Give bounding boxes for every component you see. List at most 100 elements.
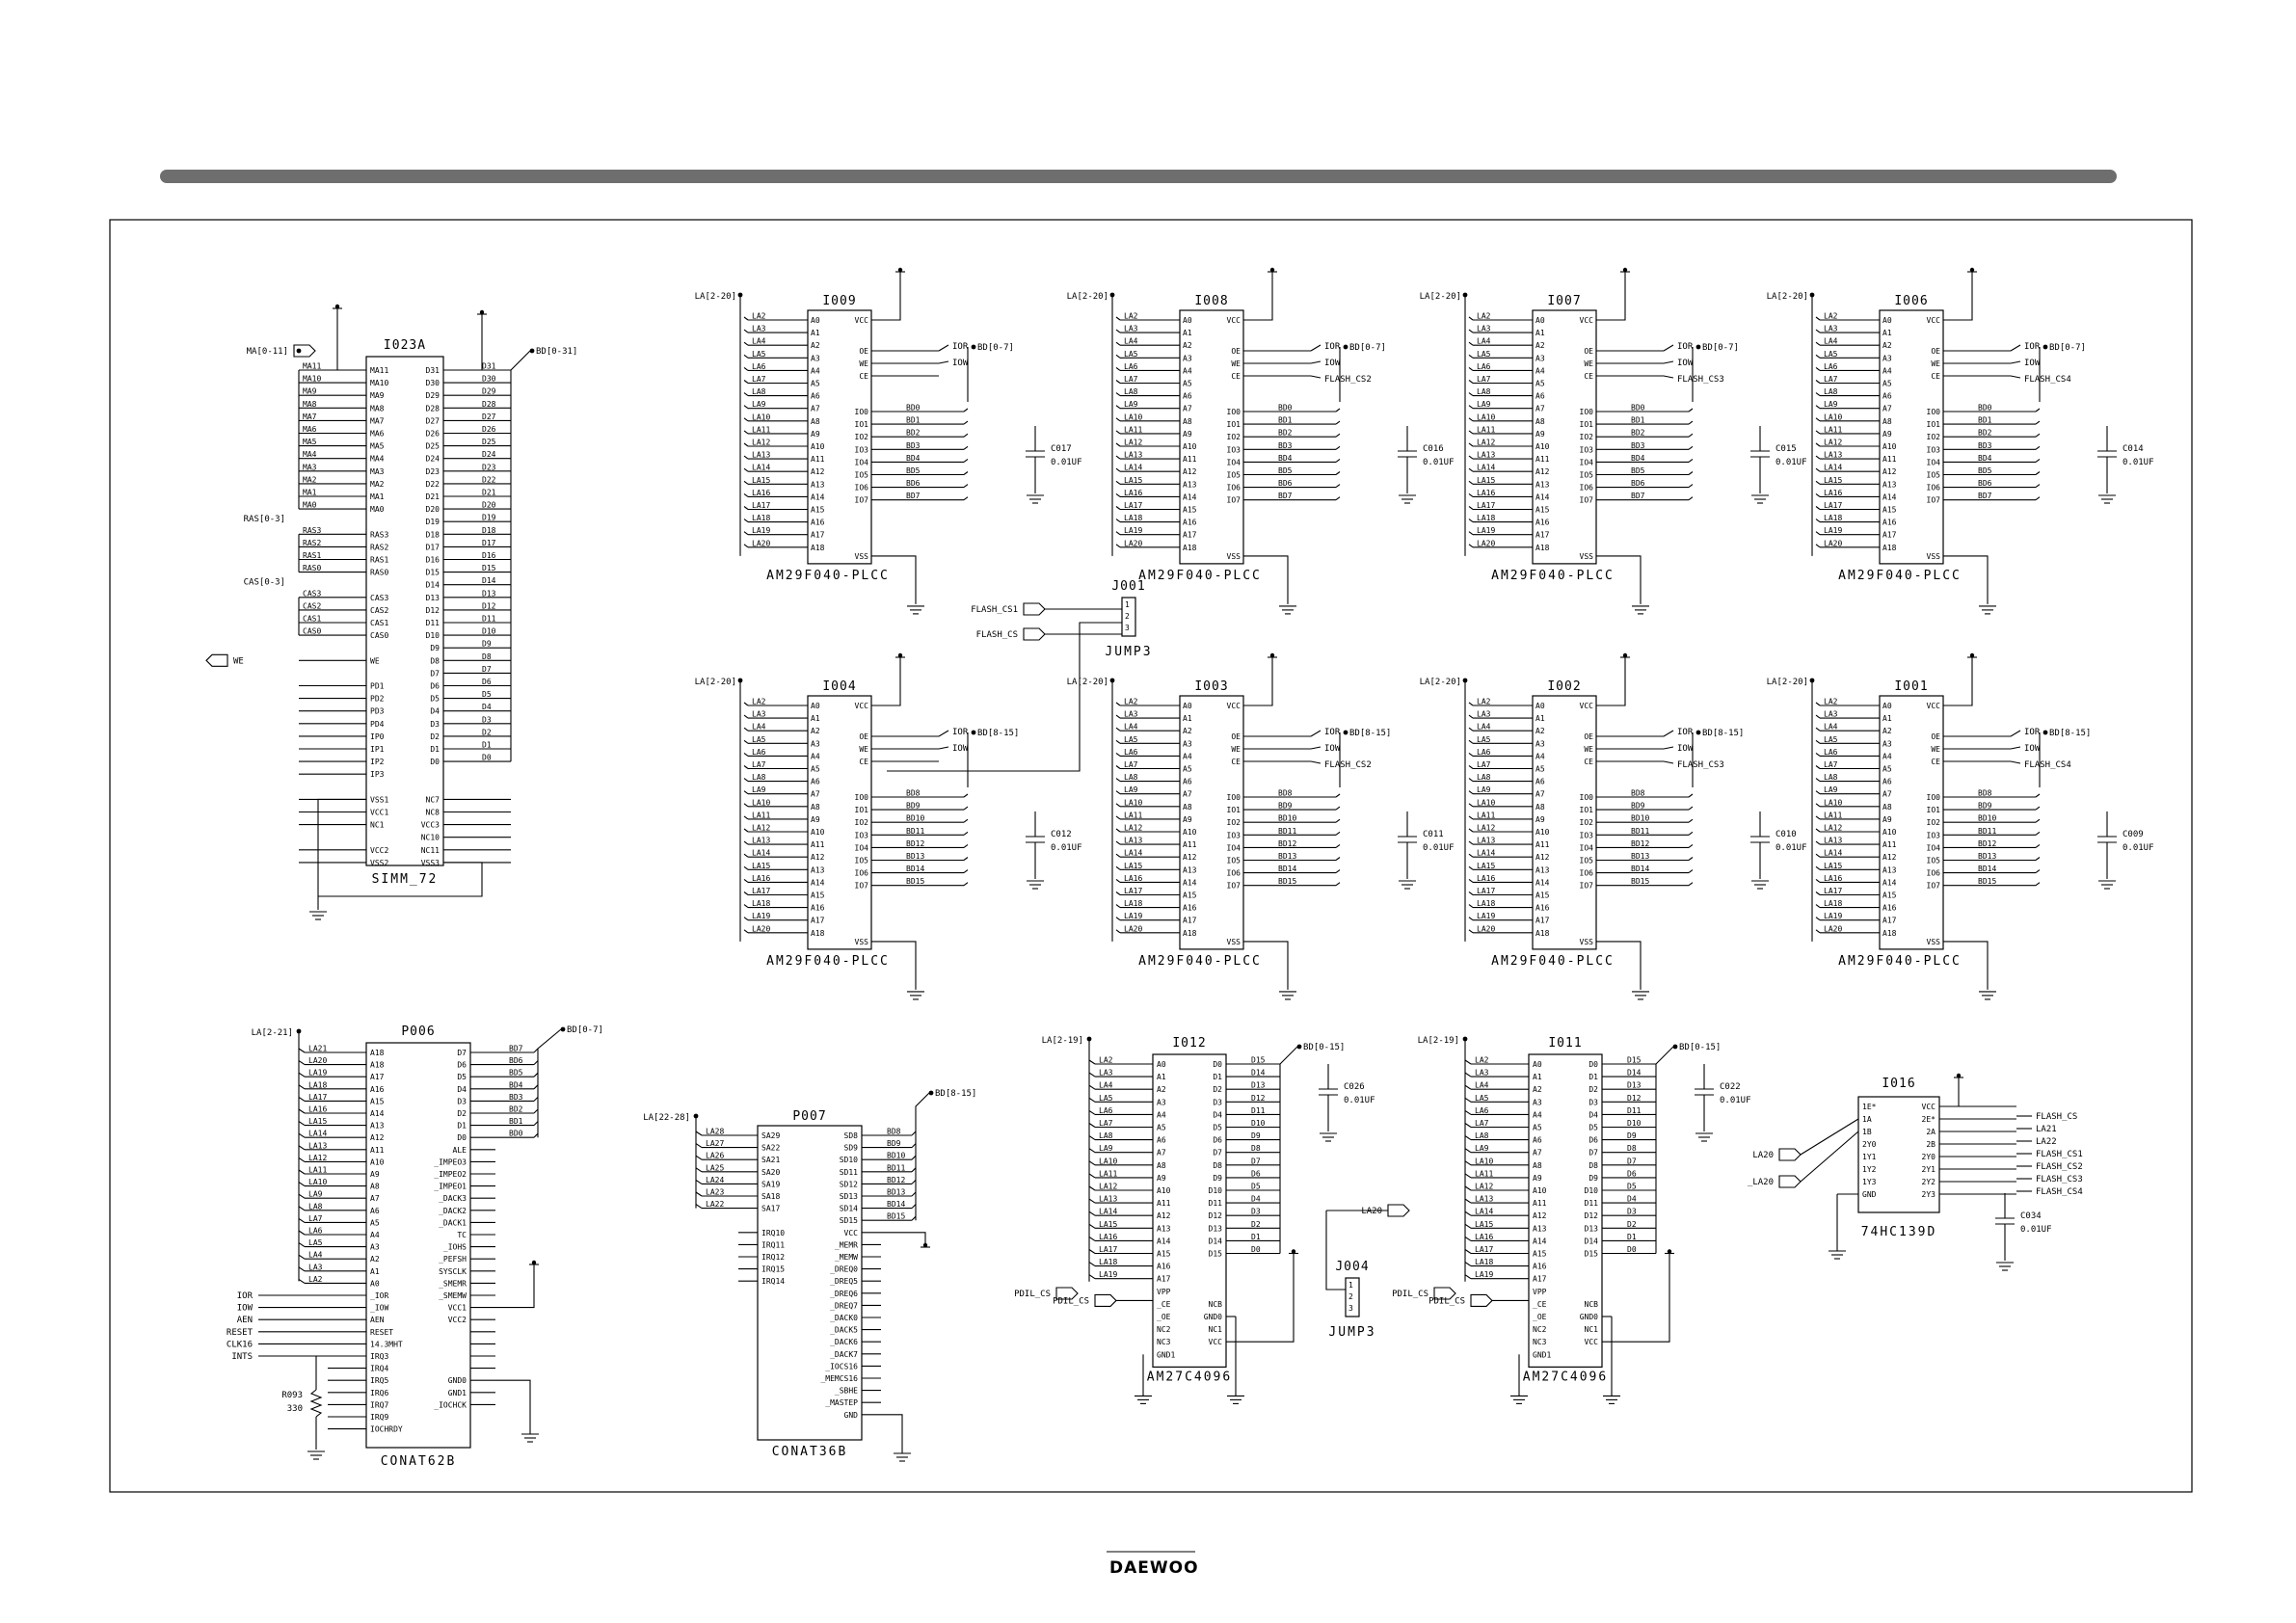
pin-name: D12: [426, 606, 441, 615]
bus-tap: [743, 544, 749, 548]
net-label: LA14: [752, 464, 770, 472]
pin-name: D1: [457, 1122, 467, 1131]
pin-name: VSS: [1927, 938, 1941, 946]
net-label: LA18: [1477, 514, 1495, 522]
vcc-dot: [1622, 652, 1628, 658]
pin-name: VCC: [855, 702, 869, 710]
pin-name: IRQ12: [761, 1253, 785, 1262]
net-label: LA10: [1824, 412, 1842, 421]
pin-name: A1: [1535, 714, 1545, 723]
bus-tap: [1115, 878, 1121, 883]
decoder-output-label: FLASH_CS4: [2036, 1187, 2083, 1197]
bus-tap: [298, 1206, 306, 1211]
pin-name: D7: [1213, 1149, 1222, 1157]
bus-tap: [1464, 1173, 1472, 1179]
net-label: LA8: [1099, 1131, 1113, 1140]
net-label: BD15: [887, 1212, 905, 1221]
junction-dot: [560, 1026, 566, 1032]
pin-name: A0: [811, 316, 820, 325]
pin-name: WE: [859, 359, 868, 368]
bus-tap: [743, 714, 749, 719]
net-label: LA13: [752, 451, 770, 460]
pin-name: TC: [457, 1231, 467, 1239]
net-label: LA6: [1824, 362, 1838, 371]
bus-tap: [743, 917, 749, 921]
pin-name: A10: [1535, 442, 1550, 451]
bus-tap: [1815, 752, 1821, 757]
chip-type: AM29F040-PLCC: [1491, 954, 1615, 969]
bus-tap: [1088, 1223, 1096, 1229]
bus-tap: [963, 793, 969, 798]
pin-name: WE: [859, 745, 868, 754]
net-label: LA10: [308, 1178, 327, 1186]
pin-name: A4: [1882, 752, 1892, 760]
net-label: LA6: [308, 1227, 323, 1236]
pin-name: _DACK7: [830, 1350, 858, 1359]
pin-name: A11: [811, 840, 825, 849]
net-label: LA19: [1124, 526, 1142, 535]
net-label: BD8: [1278, 789, 1293, 798]
pin-name: IO4: [1580, 458, 1594, 466]
bus-tap: [1815, 891, 1821, 895]
net-label: CAS0: [303, 627, 321, 636]
bus-tap: [1115, 714, 1121, 719]
control-wire: [2010, 360, 2021, 364]
pin-name: IO6: [1227, 484, 1241, 492]
bus-tap: [1468, 519, 1474, 523]
pin-name: D24: [426, 455, 441, 464]
pin-name: A16: [811, 904, 825, 913]
net-label: LA18: [752, 899, 770, 908]
pin-name: D6: [1589, 1136, 1598, 1145]
pin-name: _IMPEO3: [434, 1157, 467, 1166]
pin-name: A8: [1882, 803, 1892, 812]
bus-tap: [743, 739, 749, 744]
vcc-dot: [479, 309, 485, 315]
bus-tap: [1688, 843, 1694, 848]
pin-number: 3: [1125, 624, 1130, 632]
bus-tap: [1468, 865, 1474, 870]
net-label: LA22: [706, 1200, 724, 1209]
net-label: D6: [1251, 1169, 1261, 1178]
pin-name: A0: [1882, 702, 1892, 710]
pin-name: NC11: [421, 846, 440, 855]
pin-name: A12: [1882, 467, 1897, 476]
pin-name: NC8: [426, 809, 441, 817]
pin-name: A16: [1882, 904, 1897, 913]
pin-name: A0: [1183, 702, 1192, 710]
pin-name: GND0: [1580, 1313, 1598, 1321]
net-label: BD2: [1278, 429, 1293, 438]
pin-name: A7: [811, 790, 820, 799]
net-label: LA3: [1475, 1069, 1489, 1078]
bus-tap: [1088, 1185, 1096, 1191]
pin-name: MA1: [370, 492, 385, 501]
bus-tap: [1464, 1148, 1472, 1154]
pin-name: D3: [1589, 1098, 1598, 1106]
bus-tap: [298, 1182, 306, 1187]
net-label: LA15: [1824, 862, 1842, 870]
net-label: BD14: [887, 1200, 905, 1209]
pin-name: D7: [1589, 1149, 1598, 1157]
pin-name: OE: [859, 347, 868, 356]
net-label: BD0: [1631, 404, 1645, 412]
net-label: BD1: [1278, 416, 1293, 425]
pin-name: D5: [1589, 1124, 1598, 1132]
pin-name: A2: [811, 341, 820, 350]
net-label: LA5: [1124, 735, 1138, 744]
net-label: D10: [1627, 1119, 1642, 1128]
pin-name: GND0: [1204, 1313, 1222, 1321]
net-label: LA7: [752, 760, 766, 769]
bus-tap: [911, 1131, 917, 1136]
ground-wire: [881, 1414, 903, 1453]
net-label: LA14: [1475, 1208, 1493, 1216]
pin-name: MA9: [370, 391, 385, 400]
bus-tap: [1688, 445, 1694, 450]
pin-number: 1: [1125, 600, 1130, 609]
pin-name: D13: [426, 594, 441, 602]
pin-name: A4: [1882, 366, 1892, 375]
bus-tap: [743, 865, 749, 870]
control-wire: [938, 344, 949, 352]
bus-tap: [298, 1278, 306, 1284]
net-label: BD11: [887, 1163, 905, 1172]
bus-tap: [1115, 519, 1121, 523]
pin-name: A18: [1535, 929, 1550, 938]
